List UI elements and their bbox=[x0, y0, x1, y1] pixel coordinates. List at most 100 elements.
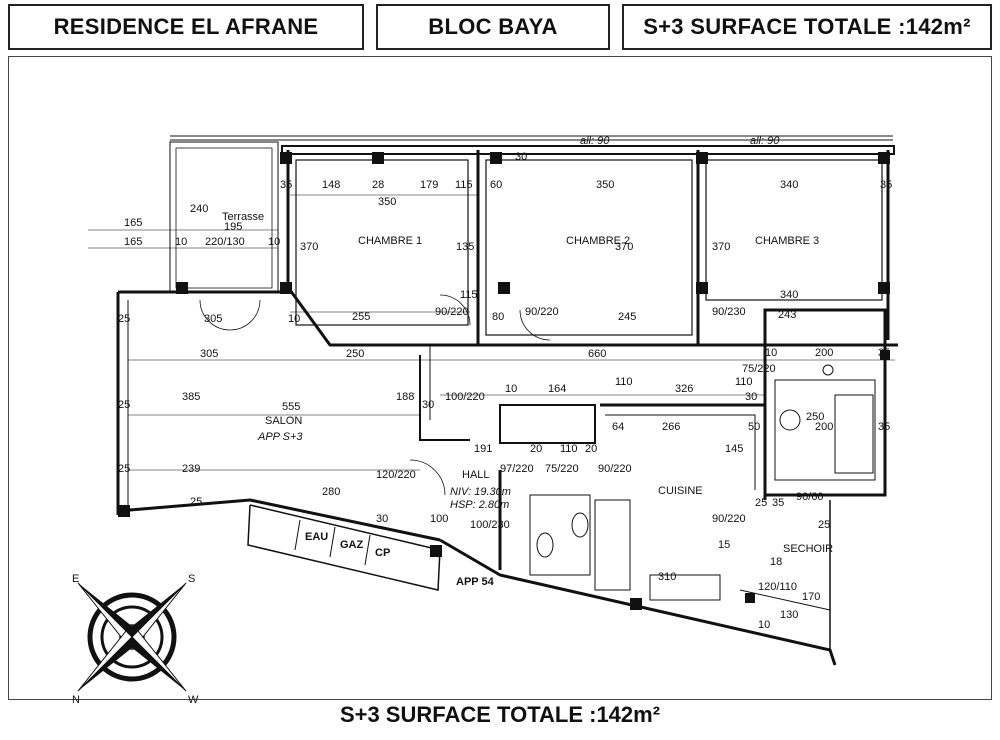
dim-label: 35 bbox=[878, 347, 890, 359]
dim-label: 305 bbox=[204, 313, 222, 325]
dim-label: 25 bbox=[118, 313, 130, 325]
dim-label: 188 bbox=[396, 391, 414, 403]
allege-1: all: 90 bbox=[580, 135, 610, 147]
dim-label: 255 bbox=[352, 311, 370, 323]
dim-label: 165 bbox=[124, 217, 142, 229]
dim-label: 10 bbox=[758, 619, 770, 631]
dim-label: 240 bbox=[190, 203, 208, 215]
dim-label: 90/230 bbox=[712, 306, 746, 318]
dim-label: 164 bbox=[548, 383, 566, 395]
dim-label: 145 bbox=[725, 443, 743, 455]
dim-label: 18 bbox=[770, 556, 782, 568]
header-residence: RESIDENCE EL AFRANE bbox=[8, 4, 364, 50]
compass-e: E bbox=[72, 573, 79, 585]
room-chambre-3: CHAMBRE 3 bbox=[755, 235, 819, 247]
dim-label: 30 bbox=[515, 151, 527, 163]
dim-label: 179 bbox=[420, 179, 438, 191]
meter-eau: EAU bbox=[305, 531, 328, 543]
dim-label: 115 bbox=[460, 289, 478, 301]
dim-label: 20 bbox=[530, 443, 542, 455]
room-salon: SALON bbox=[265, 415, 302, 427]
dim-label: 200 bbox=[815, 421, 833, 433]
dim-label: 25 bbox=[118, 399, 130, 411]
room-chambre-1: CHAMBRE 1 bbox=[358, 235, 422, 247]
dim-label: 305 bbox=[200, 348, 218, 360]
dim-label: 110 bbox=[735, 376, 753, 388]
dim-label: 100/230 bbox=[470, 519, 510, 531]
dim-label: 385 bbox=[182, 391, 200, 403]
dim-label: 250 bbox=[806, 411, 824, 423]
dim-label: 340 bbox=[780, 179, 798, 191]
footer-surface: S+3 SURFACE TOTALE :142m² bbox=[339, 702, 661, 727]
dim-label: 195 bbox=[224, 221, 242, 233]
dim-label: 120/220 bbox=[376, 469, 416, 481]
allege-2: all: 90 bbox=[750, 135, 780, 147]
dim-label: 245 bbox=[618, 311, 636, 323]
dim-label: 90/60 bbox=[796, 491, 824, 503]
dim-label: 15 bbox=[718, 539, 730, 551]
dim-label: 10 bbox=[175, 236, 187, 248]
dim-label: 100/220 bbox=[445, 391, 485, 403]
dim-label: 50 bbox=[748, 421, 760, 433]
dim-label: 10 bbox=[765, 347, 777, 359]
dim-label: 97/220 bbox=[500, 463, 534, 475]
dim-label: 35 bbox=[880, 179, 892, 191]
dim-label: 370 bbox=[712, 241, 730, 253]
dim-label: 120/110 bbox=[758, 581, 797, 593]
north-arrow-icon bbox=[77, 582, 187, 692]
room-chambre-2: CHAMBRE 2 bbox=[566, 235, 630, 247]
dim-label: 10 bbox=[268, 236, 280, 248]
dim-label: 25 bbox=[818, 519, 830, 531]
hall-hsp: HSP: 2.80m bbox=[450, 499, 509, 511]
dim-label: 110 bbox=[560, 443, 578, 455]
dim-label: 64 bbox=[612, 421, 624, 433]
dim-label: 20 bbox=[585, 443, 597, 455]
header-surface: S+3 SURFACE TOTALE :142m² bbox=[622, 4, 992, 50]
dim-label: 25 bbox=[118, 463, 130, 475]
dim-label: 130 bbox=[780, 609, 798, 621]
dim-label: 25 bbox=[755, 497, 767, 509]
dim-label: 30 bbox=[745, 391, 757, 403]
room-cuisine: CUISINE bbox=[658, 485, 703, 497]
dim-label: 200 bbox=[815, 347, 833, 359]
room-salon-sub: APP S+3 bbox=[257, 431, 303, 443]
dim-label: 110 bbox=[615, 376, 633, 388]
dim-label: 75/220 bbox=[742, 363, 776, 375]
dim-label: 243 bbox=[778, 309, 796, 321]
dim-label: 170 bbox=[802, 591, 820, 603]
room-terrasse: Terrasse bbox=[222, 211, 264, 223]
dim-label: 25 bbox=[190, 496, 202, 508]
meter-cp: CP bbox=[375, 547, 390, 559]
compass-n: N bbox=[72, 694, 80, 706]
compass-w: W bbox=[188, 694, 199, 706]
dim-label: 80 bbox=[492, 311, 504, 323]
dim-label: 60 bbox=[490, 179, 502, 191]
dim-label: 90/220 bbox=[598, 463, 632, 475]
dim-label: 340 bbox=[780, 289, 798, 301]
dim-label: 135 bbox=[456, 241, 474, 253]
dim-label: 555 bbox=[282, 401, 300, 413]
dim-label: 370 bbox=[615, 241, 633, 253]
dim-label: 35 bbox=[280, 179, 292, 191]
dim-label: 90/220 bbox=[525, 306, 559, 318]
dim-label: 148 bbox=[322, 179, 340, 191]
dim-label: 35 bbox=[878, 421, 890, 433]
dim-label: 30 bbox=[422, 399, 434, 411]
dim-label: 10 bbox=[505, 383, 517, 395]
dim-label: 115 bbox=[455, 179, 473, 191]
dim-label: 35 bbox=[772, 497, 784, 509]
dim-label: 220/130 bbox=[205, 236, 245, 248]
dim-label: 30 bbox=[376, 513, 388, 525]
dim-label: 350 bbox=[378, 196, 396, 208]
dim-label: 10 bbox=[288, 313, 300, 325]
label-app54: APP 54 bbox=[456, 576, 495, 588]
dim-label: 250 bbox=[346, 348, 364, 360]
header-bloc: BLOC BAYA bbox=[376, 4, 610, 50]
hall-niv: NIV: 19.30m bbox=[450, 486, 511, 498]
dim-label: 75/220 bbox=[545, 463, 579, 475]
dim-label: 350 bbox=[596, 179, 614, 191]
drawing-frame bbox=[8, 56, 992, 700]
dim-label: 239 bbox=[182, 463, 200, 475]
dim-label: 266 bbox=[662, 421, 680, 433]
